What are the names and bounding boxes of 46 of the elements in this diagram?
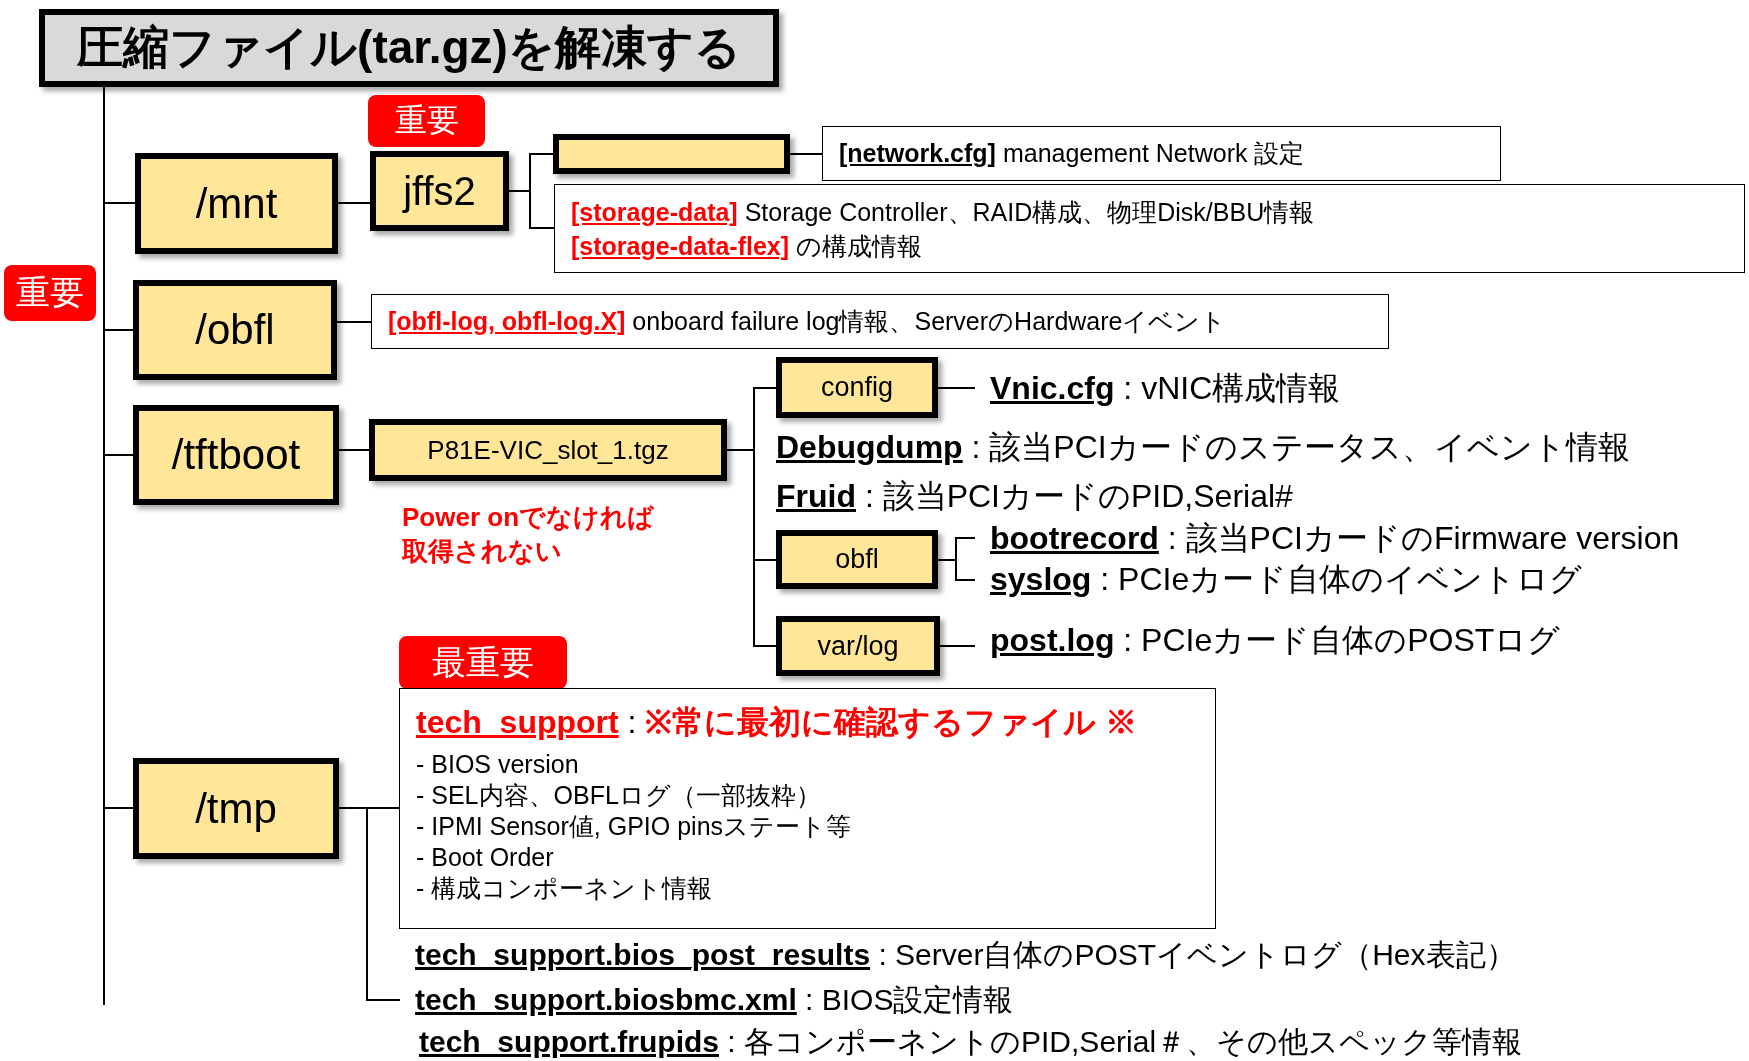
- file-description: syslog : PCIeカード自体のイベントログ: [975, 560, 1675, 600]
- folder-box: /tftboot: [133, 405, 339, 505]
- folder-box: /tmp: [133, 758, 339, 859]
- note-text: Power onでなければ取得されない: [402, 501, 655, 568]
- list-item: - BIOS version: [416, 749, 579, 780]
- folder-box: obfl: [776, 530, 938, 589]
- file-description: tech_support.bios_post_results : Server自体のPOSTイベントログ（Hex表記）: [415, 937, 1516, 973]
- priority-badge: 重要: [368, 95, 485, 147]
- folder-box: [553, 134, 790, 174]
- tree-line: [337, 202, 371, 204]
- list-item: - Boot Order: [416, 842, 554, 873]
- list-item: - SEL内容、OBFLログ（一部抜粋）: [416, 780, 821, 811]
- file-description: post.log : PCIeカード自体のPOSTログ: [975, 621, 1675, 661]
- file-description-box: [obfl-log, obfl-log.X] onboard failure log情報、ServerのHardwareイベント: [371, 294, 1389, 349]
- folder-box: /obfl: [133, 280, 337, 380]
- priority-badge: 重要: [4, 265, 96, 321]
- file-description: Debugdump : 該当PCIカードのステータス、イベント情報: [776, 428, 1630, 467]
- title-box: 圧縮ファイル(tar.gz)を解凍する: [39, 9, 779, 87]
- file-description-box: [network.cfg] management Network 設定: [822, 126, 1501, 181]
- list-item: - IPMI Sensor値, GPIO pinsステート等: [416, 811, 852, 842]
- tree-line: [726, 449, 777, 647]
- folder-box: /mnt: [135, 153, 338, 254]
- file-description: [storage-data] Storage Controller、RAID構成、物理Disk/BBU情報: [571, 196, 1315, 228]
- tree-line: [937, 387, 976, 389]
- list-item: - 構成コンポーネント情報: [416, 873, 713, 904]
- heading: tech_support : ※常に最初に確認するファイル ※: [416, 703, 1138, 742]
- tree-line: [338, 807, 401, 1001]
- file-description: [storage-data-flex] の構成情報: [571, 230, 923, 262]
- tree-line: [789, 153, 823, 155]
- tree-line: [336, 321, 372, 323]
- tree-line: [338, 449, 370, 451]
- file-description: tech_support.frupids : 各コンポーネントのPID,Serial＃、その他スペック等情報: [419, 1024, 1523, 1060]
- tree-line: [508, 190, 555, 229]
- folder-box: config: [776, 357, 938, 418]
- file-description: Fruid : 該当PCIカードのPID,Serial#: [776, 477, 1293, 516]
- tree-line: [939, 645, 976, 647]
- file-description-box: [554, 184, 1745, 273]
- priority-badge: 最重要: [399, 636, 567, 689]
- folder-box: jffs2: [370, 151, 509, 231]
- file-description: Vnic.cfg : vNIC構成情報: [975, 368, 1535, 410]
- file-description: tech_support.biosbmc.xml : BIOS設定情報: [400, 980, 1200, 1020]
- tree-line: [937, 559, 976, 581]
- folder-box: P81E-VIC_slot_1.tgz: [369, 419, 727, 481]
- folder-box: var/log: [776, 616, 940, 676]
- file-description: bootrecord : 該当PCIカードのFirmware version: [975, 519, 1735, 558]
- file-description-box: [399, 688, 1216, 929]
